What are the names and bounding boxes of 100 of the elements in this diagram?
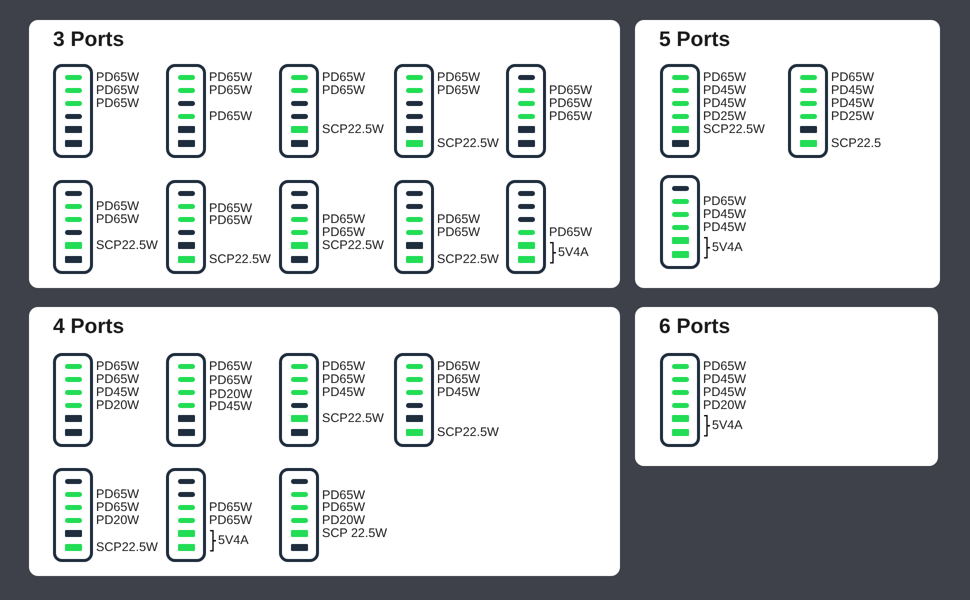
port-label: PD65W	[322, 226, 366, 238]
charger-drawing	[660, 353, 700, 447]
port-label: PD65W	[96, 70, 140, 84]
port-label: PD45W	[703, 373, 746, 386]
port-label: PD65W	[322, 360, 366, 372]
charger-drawing	[279, 468, 319, 562]
port-label: PD65W	[703, 70, 746, 84]
charger-drawing	[394, 353, 434, 447]
charger-drawing	[660, 175, 700, 269]
port-label: PD65W	[437, 84, 480, 97]
port-label: SCP22.5W	[96, 239, 158, 252]
port-label: SCP22.5W	[322, 123, 384, 136]
charger-drawing	[788, 64, 828, 158]
port-label: PD20W	[322, 514, 366, 526]
port-label: PD65W	[96, 488, 140, 501]
port-label: PD65W	[437, 226, 480, 238]
port-label: SCP22.5W	[437, 426, 499, 438]
port-label: PD45W	[209, 400, 252, 413]
charger-drawing	[506, 180, 546, 274]
port-label: PD65W	[322, 70, 366, 84]
port-label: 5V4A	[712, 240, 743, 254]
charger-drawing	[166, 64, 206, 158]
port-label: PD65W	[209, 202, 252, 215]
port-label: PD45W	[96, 386, 140, 398]
charger-drawing	[53, 180, 93, 274]
port-label: PD65W	[96, 373, 140, 386]
port-label: PD65W	[831, 70, 874, 84]
charger-drawing	[53, 64, 93, 158]
port-label: PD65W	[437, 360, 480, 372]
port-label: PD45W	[322, 386, 366, 398]
port-label: SCP22.5W	[209, 252, 271, 266]
port-label: PD65W	[322, 84, 366, 97]
charger-drawing	[279, 64, 319, 158]
port-label: PD65W	[96, 360, 140, 372]
port-label: PD65W	[96, 84, 140, 97]
port-label: PD65W	[96, 500, 140, 514]
port-label: PD20W	[96, 398, 140, 412]
port-label: PD65W	[96, 200, 140, 213]
port-label: PD65W	[209, 514, 252, 526]
port-label: PD65W	[549, 96, 592, 110]
panel-title: 6 Ports	[659, 315, 730, 339]
port-label: PD65W	[703, 360, 746, 372]
port-label: SCP22.5W	[322, 412, 384, 425]
charger-drawing	[394, 64, 434, 158]
port-label: PD65W	[322, 489, 366, 502]
port-label: PD45W	[831, 96, 874, 110]
charger-drawing	[53, 353, 93, 447]
port-label: PD65W	[209, 500, 252, 514]
panel-title: 4 Ports	[53, 315, 124, 339]
port-label: PD65W	[437, 373, 480, 386]
panel-title: 5 Ports	[659, 28, 730, 52]
charger-drawing	[660, 64, 700, 158]
port-label: PD65W	[209, 70, 252, 84]
panel-card	[29, 307, 620, 576]
port-label: PD45W	[703, 96, 746, 110]
port-label: PD65W	[209, 374, 252, 388]
port-label: 5V4A	[218, 534, 249, 547]
panel-card	[635, 20, 940, 288]
port-label: PD65W	[549, 110, 592, 122]
port-label: PD25W	[703, 110, 746, 122]
port-label: SCP22.5W	[322, 239, 384, 252]
port-label: PD65W	[549, 84, 592, 97]
charger-drawing	[279, 353, 319, 447]
charger-drawing	[394, 180, 434, 274]
charger-drawing	[53, 468, 93, 562]
port-label: SCP22.5W	[703, 123, 765, 136]
port-label: PD65W	[96, 96, 140, 110]
port-label: SCP22.5W	[96, 540, 158, 554]
port-label: PD65W	[209, 110, 252, 122]
port-label: PD65W	[322, 501, 366, 514]
charger-drawing	[506, 64, 546, 158]
charger-drawing	[166, 353, 206, 447]
port-label: PD45W	[437, 386, 480, 398]
panel-card	[635, 307, 938, 466]
port-label: PD45W	[831, 84, 874, 97]
panel-card	[29, 20, 620, 288]
port-label: PD65W	[96, 212, 140, 226]
port-label: PD45W	[703, 220, 746, 234]
port-label: PD45W	[703, 84, 746, 97]
port-label: PD20W	[96, 514, 140, 526]
port-label: 5V4A	[558, 246, 589, 259]
port-label: SCP22.5	[831, 136, 882, 150]
charger-drawing	[166, 468, 206, 562]
port-label: PD20W	[209, 388, 252, 402]
port-label: PD65W	[209, 214, 252, 228]
port-label: PD65W	[437, 70, 480, 84]
charger-drawing	[166, 180, 206, 274]
charger-drawing	[279, 180, 319, 274]
port-label: SCP 22.5W	[322, 527, 388, 540]
port-label: PD65W	[549, 226, 592, 238]
port-label: PD25W	[831, 110, 874, 122]
port-label: SCP22.5W	[437, 136, 499, 150]
port-label: PD45W	[703, 208, 746, 220]
port-label: 5V4A	[712, 418, 743, 432]
port-label: PD65W	[322, 212, 366, 226]
port-label: PD65W	[703, 195, 746, 208]
port-label: PD65W	[437, 212, 480, 226]
port-label: PD65W	[209, 84, 252, 97]
port-label: PD65W	[322, 373, 366, 386]
port-label: PD20W	[703, 398, 746, 412]
